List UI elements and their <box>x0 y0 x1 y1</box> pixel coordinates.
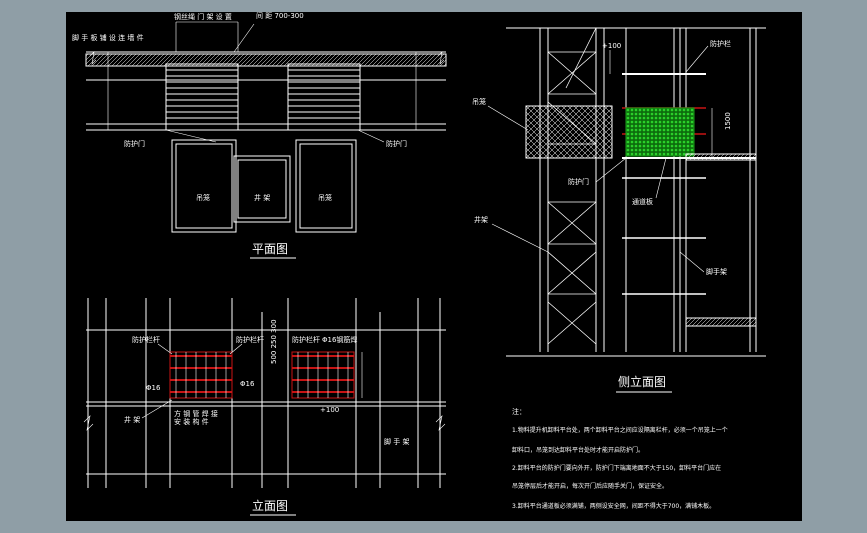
elevation-title: 立面图 <box>252 498 288 513</box>
plan-room-left: 吊笼 <box>196 193 210 202</box>
elevation-dims: 500 250 300 <box>270 319 278 364</box>
side-label-frame: 井架 <box>474 215 488 224</box>
side-cage <box>525 105 613 159</box>
elevation-gate-right <box>291 351 355 399</box>
elevation-label-bottom-mid: 方 钢 管 焊 接 <box>174 409 218 418</box>
side-title: 侧立面图 <box>618 374 666 389</box>
side-net <box>625 107 695 157</box>
plan-label-top-center: 钢丝绳 门 架 设 置 <box>174 12 232 21</box>
elevation-gate-left <box>169 351 233 399</box>
side-elevation-view: 吊笼 +100 防护栏 1500 防护门 通道板 井架 <box>472 27 766 393</box>
elevation-label-left-top: 防护栏杆 <box>132 335 160 344</box>
notes-line-1: 1.物料提升机卸料平台处，两个卸料平台之间应设隔离栏杆，必须一个吊笼上一个 <box>512 426 728 434</box>
drawing-sheet: 脚 手 板 铺 设 连 墙 件 钢丝绳 门 架 设 置 间 距 700-300 <box>66 12 802 521</box>
elevation-label-right-top2: Φ16钢筋焊 <box>322 335 357 344</box>
plan-gate-left <box>165 63 239 131</box>
notes-line-3: 2.卸料平台的防护门要向外开，防护门下端离地面不大于150，卸料平台门应在 <box>512 464 721 472</box>
elevation-label-bottom-mid2: 安 装 构 件 <box>174 417 209 426</box>
elevation-label-right-side: 脚 手 架 <box>384 437 409 446</box>
elevation-label-left-top2: 防护栏杆 <box>236 335 264 344</box>
side-label-gate: 防护门 <box>568 177 589 186</box>
side-label-level: +100 <box>602 42 621 50</box>
side-label-net: 通道板 <box>632 197 653 206</box>
cad-drawing: 脚 手 板 铺 设 连 墙 件 钢丝绳 门 架 设 置 间 距 700-300 <box>72 12 766 516</box>
plan-label-gate-left: 防护门 <box>124 139 145 148</box>
notes-line-4: 吊笼停层后才能开启，每次开门后应随手关门，保证安全。 <box>512 482 668 490</box>
plan-gate-right <box>287 63 361 131</box>
plan-view: 脚 手 板 铺 设 连 墙 件 钢丝绳 门 架 设 置 间 距 700-300 <box>72 12 447 259</box>
elevation-view: 500 250 300 防护栏杆 防护栏杆 防护栏杆 Φ16钢筋焊 Φ16 Φ1… <box>83 298 446 516</box>
elevation-label-level: +100 <box>320 406 339 414</box>
elevation-label-phi-left: Φ16 <box>146 384 161 392</box>
notes: 注： 1.物料提升机卸料平台处，两个卸料平台之间应设隔离栏杆，必须一个吊笼上一个… <box>512 407 728 510</box>
plan-room-right: 吊笼 <box>318 193 332 202</box>
side-label-guard: 防护栏 <box>710 39 731 48</box>
side-label-cage: 吊笼 <box>472 97 486 106</box>
elevation-label-right-top: 防护栏杆 <box>292 335 320 344</box>
side-label-dim: 1500 <box>724 112 732 130</box>
elevation-label-bottom-left: 井 架 <box>124 415 140 424</box>
notes-line-5: 3.卸料平台通道板必须满铺，两侧设安全网，间距不得大于700，满铺木板。 <box>512 502 715 510</box>
plan-label-top-left: 脚 手 板 铺 设 连 墙 件 <box>72 33 144 42</box>
plan-room-center: 井 架 <box>254 193 270 202</box>
notes-heading: 注： <box>512 407 526 416</box>
side-label-scaffold: 脚手架 <box>706 267 727 276</box>
notes-line-2: 卸料口，吊笼到达卸料平台处时才能开启防护门。 <box>512 446 644 454</box>
plan-label-gate-right: 防护门 <box>386 139 407 148</box>
plan-label-spacing: 间 距 700-300 <box>256 12 304 20</box>
elevation-label-phi-right: Φ16 <box>240 380 255 388</box>
plan-title: 平面图 <box>252 242 288 256</box>
